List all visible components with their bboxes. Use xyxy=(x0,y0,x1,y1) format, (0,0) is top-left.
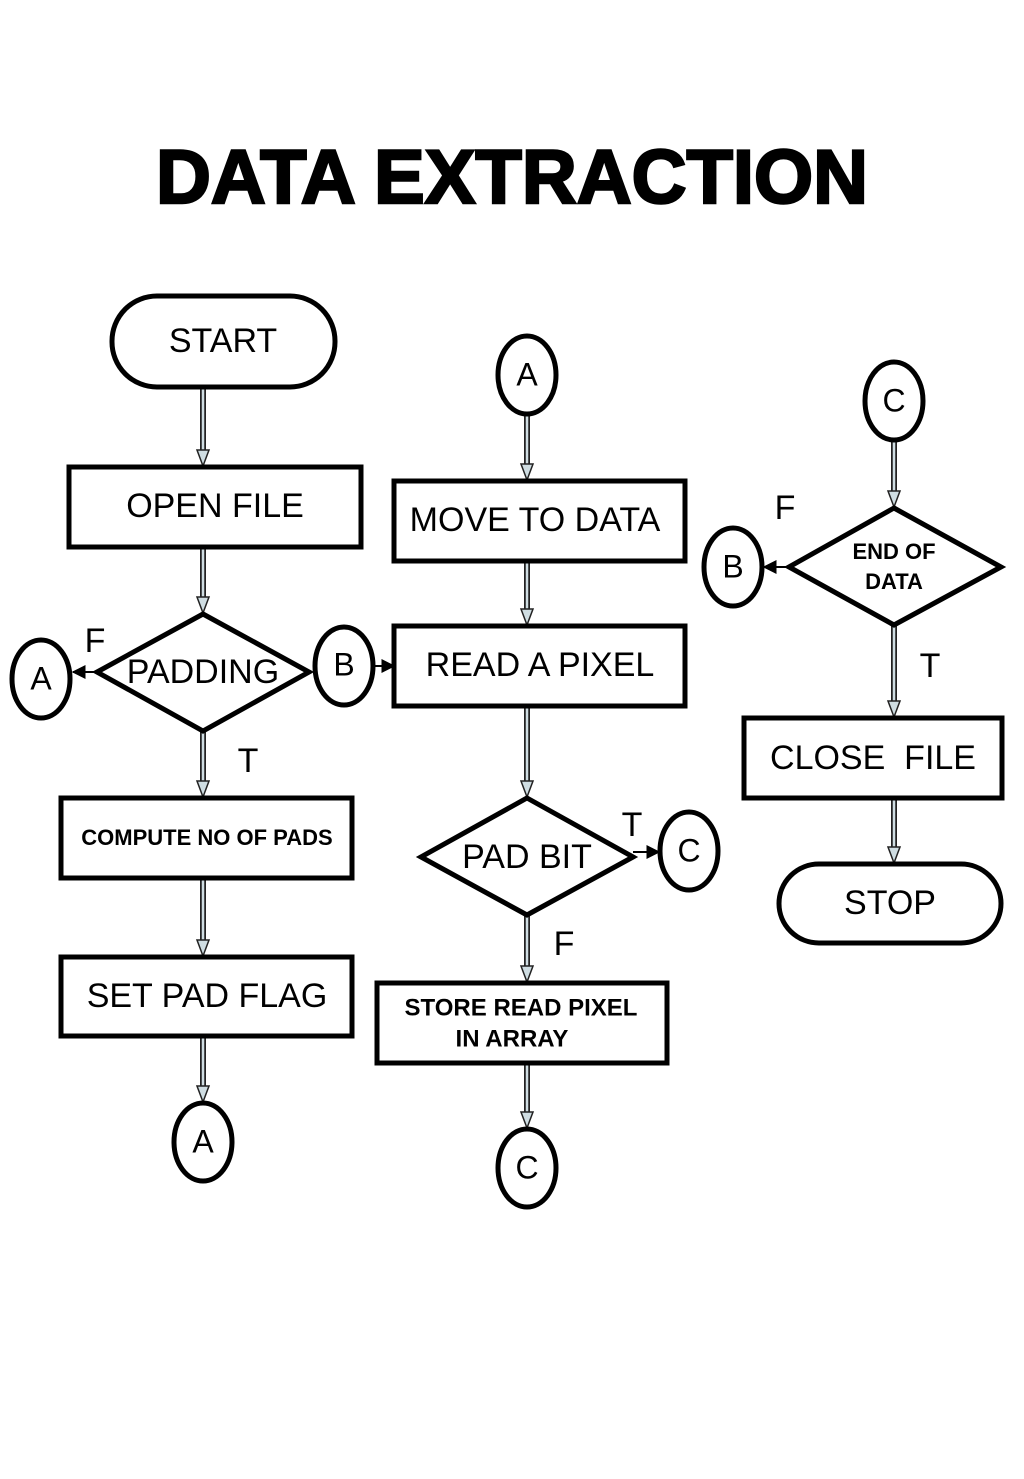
padding-decision: PADDING xyxy=(91,611,315,734)
padding-true-label: T xyxy=(238,742,259,780)
arrow-read-pixel-to-pad-bit xyxy=(519,706,535,800)
connector-a-left-label: A xyxy=(30,660,52,696)
open-file-process: OPEN FILE xyxy=(66,464,364,550)
arrow-a-to-move-to-data xyxy=(519,414,535,483)
connector-a-top-label: A xyxy=(516,356,538,392)
connector-c-bottom-label: C xyxy=(515,1149,538,1185)
move-to-data-process: MOVE TO DATA xyxy=(391,478,688,564)
compute-no-of-pads-label: COMPUTE NO OF PADS xyxy=(81,825,332,850)
connector-b-mid: B xyxy=(312,624,376,708)
pad-bit-false-label: F xyxy=(554,925,575,963)
connector-b-right: B xyxy=(701,525,765,609)
end-of-data-true-label: T xyxy=(920,647,941,685)
connector-c-right-of-pad-bit: C xyxy=(657,809,721,893)
pad-bit-true-label: T xyxy=(622,806,643,844)
close-file-label: CLOSE FILE xyxy=(770,739,976,777)
connector-a-bottom: A xyxy=(171,1100,235,1184)
end-of-data-false-label: F xyxy=(775,489,796,527)
start-label: START xyxy=(169,322,277,360)
pad-bit-label: PAD BIT xyxy=(462,838,592,876)
arrow-move-to-data-to-read-pixel xyxy=(519,561,535,628)
padding-label: PADDING xyxy=(127,653,279,691)
connector-c-pad-bit-label: C xyxy=(677,832,700,868)
arrow-start-to-open-file xyxy=(195,388,211,469)
open-file-label: OPEN FILE xyxy=(126,487,304,525)
start-terminal: START xyxy=(109,293,338,390)
flow-arrows xyxy=(71,388,902,1131)
arrow-store-to-c xyxy=(519,1063,535,1131)
connector-a-left: A xyxy=(9,637,73,721)
connector-c-bottom: C xyxy=(495,1126,559,1210)
arrow-close-file-to-stop xyxy=(886,798,902,866)
arrow-compute-to-set-pad-flag xyxy=(195,878,211,959)
arrow-c-to-end-of-data xyxy=(886,440,902,510)
end-of-data-decision: END OF DATA xyxy=(783,505,1007,628)
arrow-set-pad-flag-to-a xyxy=(195,1036,211,1105)
arrow-padding-to-compute xyxy=(195,732,211,800)
read-a-pixel-label: READ A PIXEL xyxy=(426,646,655,684)
connector-a-top: A xyxy=(495,333,559,417)
connector-a-bottom-label: A xyxy=(192,1123,214,1159)
arrow-pad-bit-to-store xyxy=(519,916,535,985)
end-of-data-line1: END OF xyxy=(852,539,935,564)
set-pad-flag-process: SET PAD FLAG xyxy=(58,954,355,1039)
connector-c-top: C xyxy=(862,359,926,443)
close-file-process: CLOSE FILE xyxy=(741,715,1005,801)
page-title: DATA EXTRACTION xyxy=(156,135,868,220)
store-read-pixel-line1: STORE READ PIXEL xyxy=(405,994,638,1021)
store-read-pixel-line2: IN ARRAY xyxy=(456,1025,569,1052)
connector-b-right-label: B xyxy=(722,548,743,584)
arrow-end-of-data-to-close-file xyxy=(886,626,902,720)
end-of-data-line2: DATA xyxy=(865,569,923,594)
set-pad-flag-label: SET PAD FLAG xyxy=(87,977,328,1015)
arrow-open-file-to-padding xyxy=(195,548,211,616)
padding-false-label: F xyxy=(85,622,106,660)
stop-terminal: STOP xyxy=(776,861,1004,946)
pad-bit-decision: PAD BIT xyxy=(415,795,639,918)
connector-c-top-label: C xyxy=(882,382,905,418)
connector-b-mid-label: B xyxy=(333,646,354,682)
read-a-pixel-process: READ A PIXEL xyxy=(391,623,688,709)
store-read-pixel-process: STORE READ PIXEL IN ARRAY xyxy=(374,980,670,1066)
move-to-data-label: MOVE TO DATA xyxy=(410,501,661,539)
compute-no-of-pads-process: COMPUTE NO OF PADS xyxy=(58,795,355,881)
stop-label: STOP xyxy=(844,884,936,922)
